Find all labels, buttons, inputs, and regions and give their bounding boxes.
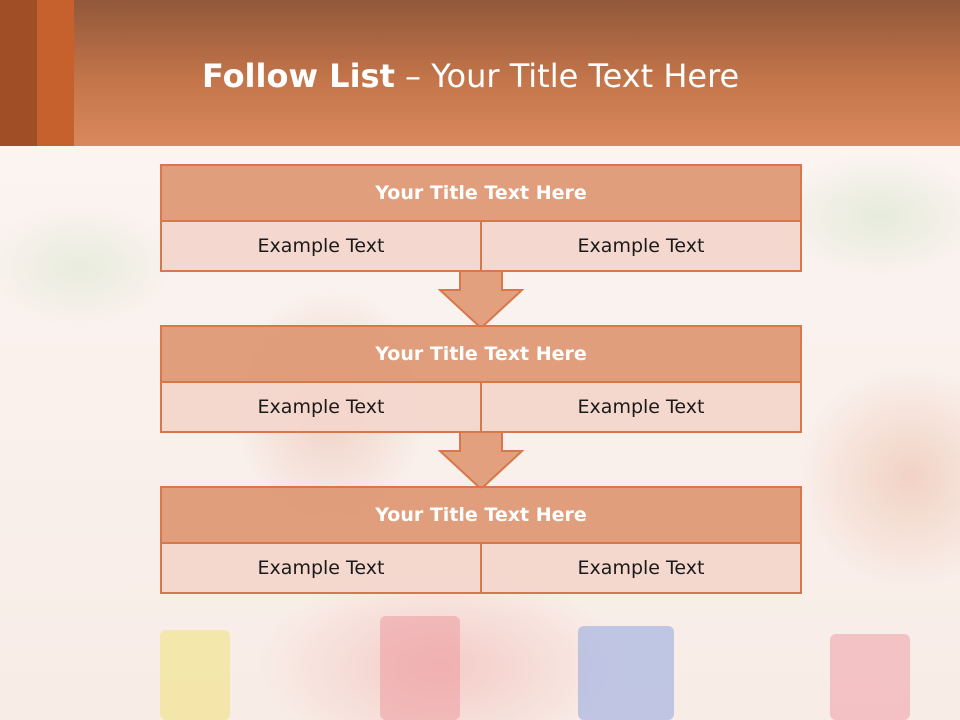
paint-pot-pink	[830, 634, 910, 720]
flow-cell-right: Example Text	[480, 383, 800, 431]
flow-box-1: Your Title Text Here Example Text Exampl…	[160, 164, 802, 272]
flow-box-row: Example Text Example Text	[162, 383, 800, 431]
header-stripe-accent	[37, 0, 74, 146]
slide-title-rest: – Your Title Text Here	[394, 57, 740, 95]
flow-box-title: Your Title Text Here	[162, 327, 800, 383]
flow-cell-right: Example Text	[480, 544, 800, 592]
flow-box-3: Your Title Text Here Example Text Exampl…	[160, 486, 802, 594]
header-band: Follow List – Your Title Text Here	[0, 0, 960, 146]
down-arrow-icon	[438, 431, 524, 491]
paint-pot-red	[380, 616, 460, 720]
flow-cell-left: Example Text	[162, 222, 480, 270]
flow-box-2: Your Title Text Here Example Text Exampl…	[160, 325, 802, 433]
flow-box-row: Example Text Example Text	[162, 222, 800, 270]
flow-cell-right: Example Text	[480, 222, 800, 270]
slide-title-bold: Follow List	[202, 57, 395, 95]
flow-cell-left: Example Text	[162, 544, 480, 592]
flow-box-title: Your Title Text Here	[162, 488, 800, 544]
paint-pot-blue	[578, 626, 674, 720]
paint-pot-yellow	[160, 630, 230, 720]
header-stripe-dark	[0, 0, 37, 146]
down-arrow-icon	[438, 270, 524, 330]
slide-title: Follow List – Your Title Text Here	[202, 54, 739, 98]
flow-cell-left: Example Text	[162, 383, 480, 431]
flow-box-title: Your Title Text Here	[162, 166, 800, 222]
flow-box-row: Example Text Example Text	[162, 544, 800, 592]
